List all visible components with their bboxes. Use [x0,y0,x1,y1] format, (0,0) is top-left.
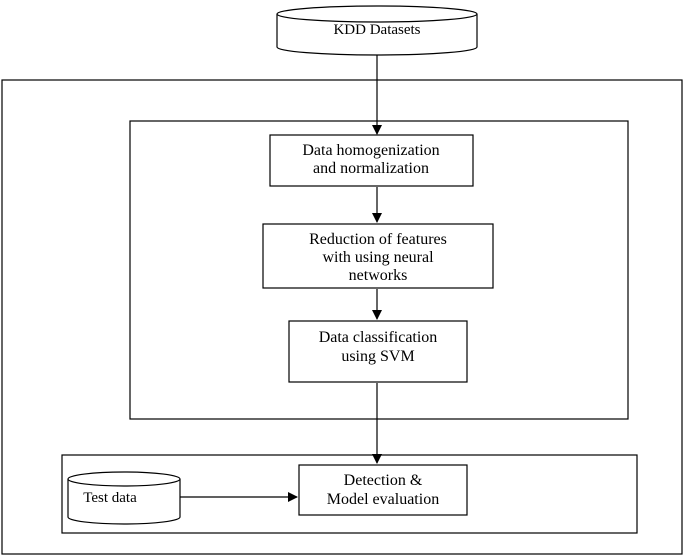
homogenization-line-1: Data homogenization [302,142,439,159]
classification-node: Data classification using SVM [288,320,468,383]
classification-line-2: using SVM [341,348,414,365]
test-data-node: Test data [67,471,181,525]
test-data-cylinder-top [67,471,181,487]
reduction-line-1: Reduction of features [309,231,447,248]
kdd-datasets-node: KDD Datasets [276,5,478,56]
kdd-cylinder-top [276,5,478,23]
outer-frame [1,79,683,555]
homogenization-line-2: and normalization [313,160,429,177]
reduction-line-3: networks [349,267,408,284]
detection-box [298,464,468,516]
detection-line-1: Detection & [344,472,423,489]
reduction-line-2: with using neural [322,249,434,266]
reduction-box [262,223,494,289]
processing-frame [129,120,629,420]
kdd-datasets-label: KDD Datasets [333,22,420,38]
test-data-cylinder-body [67,479,181,525]
kdd-cylinder-body [276,14,478,56]
homogenization-box [269,134,474,187]
classification-box [288,320,468,383]
homogenization-node: Data homogenization and normalization [269,134,474,187]
evaluation-frame [61,454,638,534]
reduction-node: Reduction of features with using neural … [262,223,494,289]
test-data-label: Test data [83,490,137,506]
classification-line-1: Data classification [319,329,438,346]
detection-node: Detection & Model evaluation [298,464,468,516]
detection-line-2: Model evaluation [327,491,439,508]
